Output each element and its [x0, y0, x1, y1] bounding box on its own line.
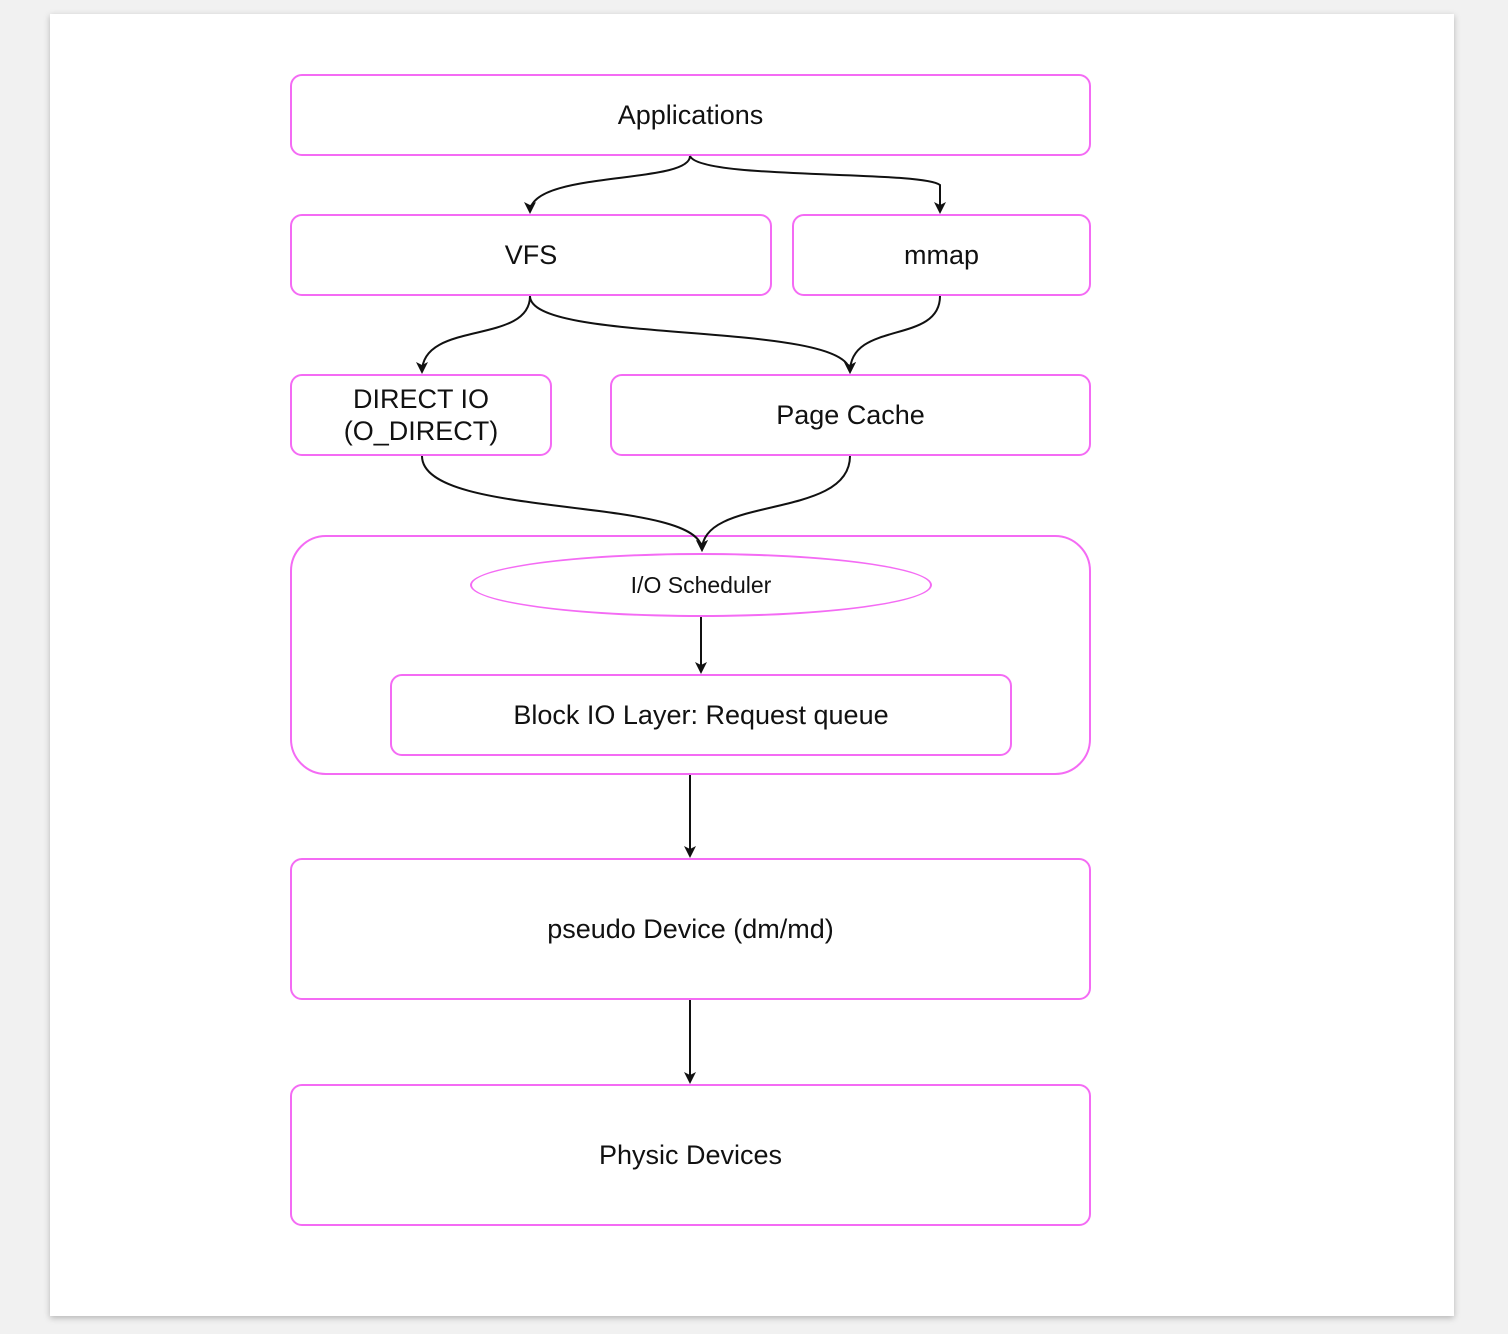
- mmap-node[interactable]: mmap: [792, 214, 1091, 296]
- pseudo-device-label: pseudo Device (dm/md): [547, 914, 834, 944]
- io-scheduler-node[interactable]: I/O Scheduler: [470, 553, 932, 617]
- io-scheduler-label: I/O Scheduler: [630, 571, 772, 598]
- direct-io-label: DIRECT IO (O_DIRECT): [343, 384, 499, 446]
- block-io-label: Block IO Layer: Request queue: [513, 700, 889, 730]
- physic-devices-node[interactable]: Physic Devices: [290, 1084, 1091, 1226]
- vfs-node[interactable]: VFS: [290, 214, 772, 296]
- page-cache-label: Page Cache: [776, 400, 925, 430]
- applications-label: Applications: [617, 100, 764, 130]
- applications-node[interactable]: Applications: [290, 74, 1091, 156]
- pseudo-device-node[interactable]: pseudo Device (dm/md): [290, 858, 1091, 1000]
- vfs-label: VFS: [504, 240, 558, 270]
- mmap-label: mmap: [903, 240, 979, 270]
- physic-devices-label: Physic Devices: [598, 1140, 783, 1170]
- direct-io-node[interactable]: DIRECT IO (O_DIRECT): [290, 374, 552, 456]
- page-cache-node[interactable]: Page Cache: [610, 374, 1091, 456]
- block-io-node[interactable]: Block IO Layer: Request queue: [390, 674, 1012, 756]
